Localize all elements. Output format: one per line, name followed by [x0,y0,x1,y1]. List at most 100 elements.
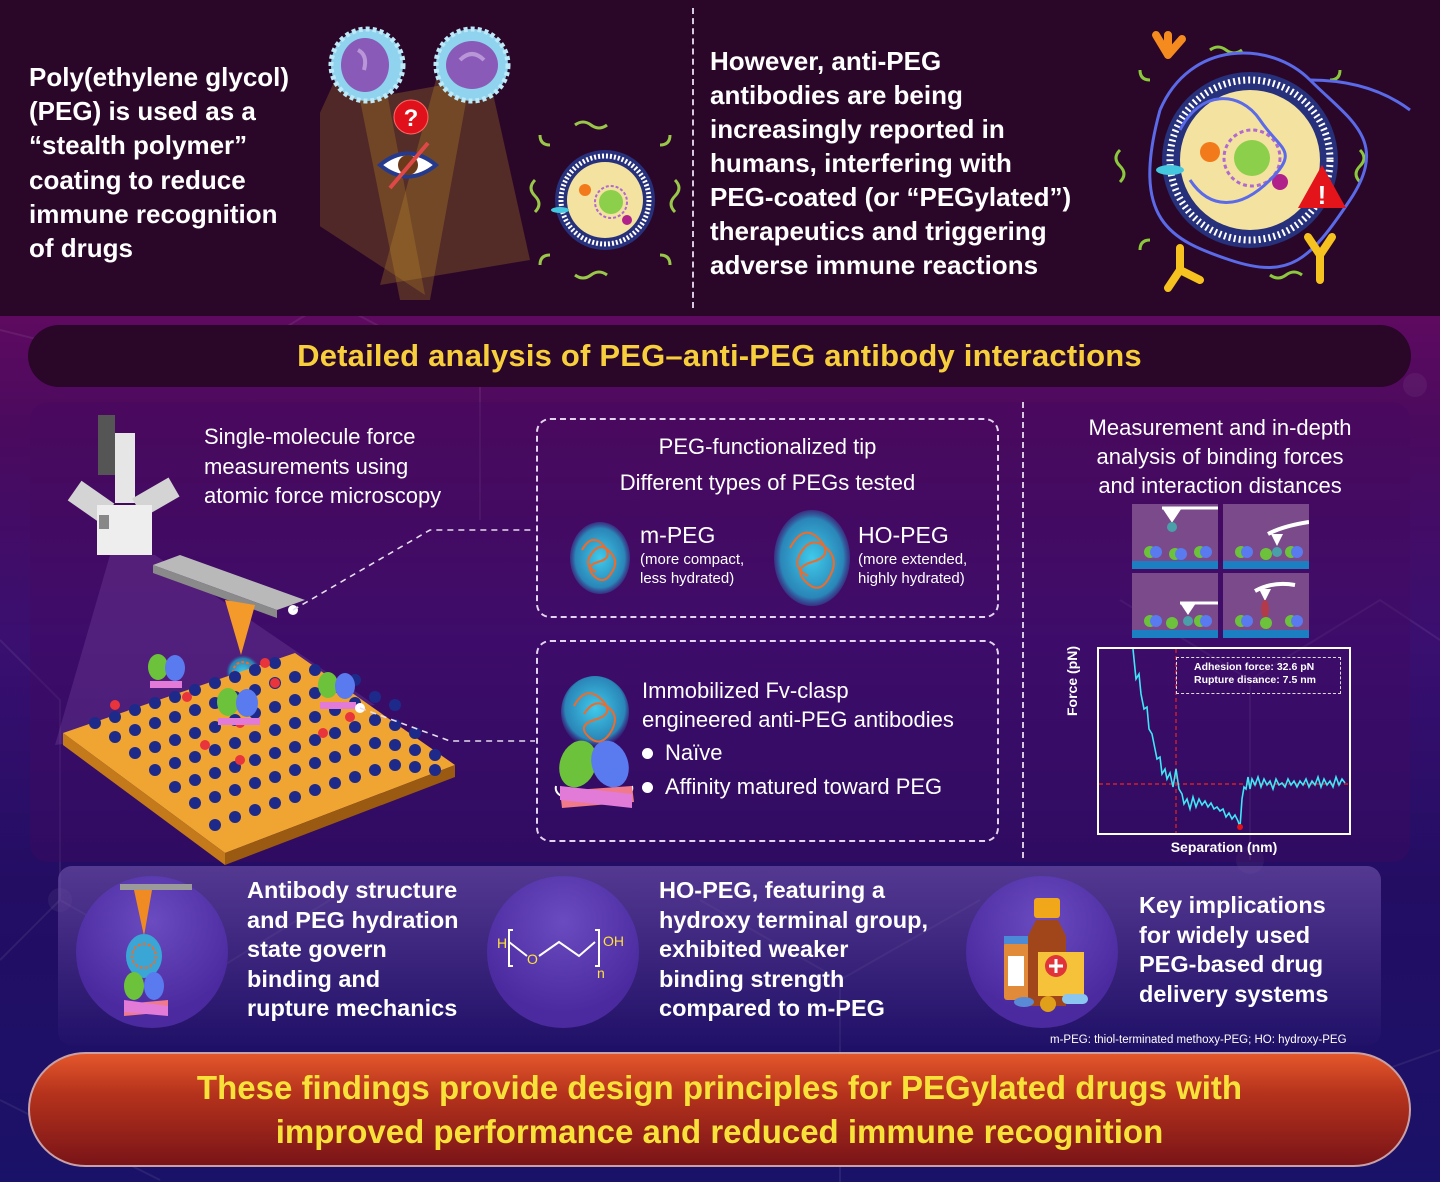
bullet-label: Naïve [665,740,723,765]
desc-line: less hydrated) [640,570,735,587]
conclusion-banner: These findings provide design principles… [28,1052,1411,1167]
svg-text:OH: OH [603,933,624,949]
however-line: PEG-coated (or “PEGylated”) [710,182,1072,212]
antibody-icon [217,688,260,725]
warning-icon: ! [1298,165,1346,210]
section-divider [1022,402,1024,858]
finding-text: HO-PEG, featuring a hydroxy terminal gro… [659,876,928,1024]
y-axis-label: Force (pN) [1064,646,1080,716]
intro-line: coating to reduce [29,164,246,195]
desc-line: highly hydrated) [858,570,965,587]
afm-step-binding [1132,573,1218,638]
medicine-bottle-icon [1004,898,1088,1012]
antibody-box-title: Immobilized Fv-clasp engineered anti-PEG… [642,676,954,734]
section-title: Detailed analysis of PEG–anti-PEG antibo… [297,338,1142,373]
x-axis-label: Separation (nm) [1170,839,1278,855]
peg-tip-box: PEG-functionalized tip Different types o… [536,418,999,618]
afm-caption: Single-molecule force measurements using… [204,422,504,511]
afm-tip-icon [225,600,255,655]
finding-line: Key implications [1139,892,1326,918]
afm-tip-antibody-icon [120,884,192,1016]
ho-peg-coil-icon [774,510,850,606]
caption-line: and interaction distances [1098,473,1342,498]
however-line: increasingly reported in [710,114,1005,144]
finding-circle [966,876,1118,1028]
immune-cell-icon [328,26,406,104]
findings-strip [58,866,1381,1046]
antibody-box: Immobilized Fv-clasp engineered anti-PEG… [536,640,999,842]
finding-line: hydroxy terminal group, [659,906,928,933]
afm-step-approach [1132,504,1218,569]
finding-line: binding and [247,965,381,992]
tip-box-title: PEG-functionalized tip [658,434,877,459]
however-text: However, anti-PEG antibodies are being i… [710,44,1120,282]
antibody-icon [1152,31,1186,59]
afm-step-contact [1223,504,1310,569]
measurement-caption: Measurement and in-depth analysis of bin… [1060,413,1380,500]
intro-line: immune recognition [29,198,278,229]
eye-slash-icon [376,141,440,190]
m-peg-description: (more compact, less hydrated) [640,550,744,588]
afm-step-rupture [1223,573,1309,638]
however-line: adverse immune reactions [710,250,1039,280]
intro-line: Poly(ethylene glycol) [29,62,290,92]
title-line: Immobilized Fv-clasp [642,678,849,703]
caption-line: measurements using [204,453,409,479]
m-peg-label: m-PEG [640,522,716,548]
tip-box-subtitle: Different types of PEGs tested [619,470,916,495]
intro-section: Poly(ethylene glycol) (PEG) is used as a… [0,0,1440,316]
desc-line: (more extended, [858,551,968,568]
abbreviation-footnote: m-PEG: thiol-terminated methoxy-PEG; HO:… [1050,1034,1347,1046]
finding-line: and PEG hydration [247,906,459,933]
finding-line: PEG-based drug [1139,951,1324,977]
antibody-icon [318,672,356,709]
svg-text:n: n [597,965,605,981]
title-line: engineered anti-PEG antibodies [642,707,954,732]
finding-line: HO-PEG, featuring a [659,877,885,903]
section-banner: Detailed analysis of PEG–anti-PEG antibo… [28,325,1411,387]
immune-cell-icon [433,26,511,104]
finding-line: rupture mechanics [247,995,458,1021]
finding-line: binding strength [659,965,845,992]
finding-line: Antibody structure [247,877,458,903]
intro-text: Poly(ethylene glycol) (PEG) is used as a… [29,60,329,265]
svg-text:H: H [497,935,507,951]
adhesion-annotation: Adhesion force: 32.6 pN Rupture disance:… [1176,657,1341,694]
however-line: antibodies are being [710,80,963,110]
finding-line: for widely used [1139,921,1311,948]
finding-line: delivery systems [1139,980,1329,1007]
however-line: humans, interfering with [710,148,1012,178]
antibody-icon [148,654,185,688]
caption-line: atomic force microscopy [204,483,442,508]
m-peg-coil-icon [570,522,630,594]
svg-text:!: ! [1318,180,1327,210]
antibody-attacked-nanoparticle-illustration: ! [1114,31,1411,292]
pegylated-nanoparticle-icon [529,120,681,280]
immune-cells-illustration: ? [320,26,681,300]
svg-text:?: ? [404,105,419,132]
caption-line: analysis of binding forces [1096,444,1344,469]
peg-structure-icon: H O OH n [497,929,624,981]
conclusion-line: These findings provide design principles… [196,1068,1243,1106]
bullet-dot-icon [642,781,653,793]
ho-peg-label: HO-PEG [858,522,949,548]
intro-line: of drugs [29,233,133,264]
fv-clasp-antibody-icon [554,676,634,808]
intro-line: (PEG) is used as a [29,96,256,127]
finding-text: Key implications for widely used PEG-bas… [1139,891,1328,1009]
afm-illustration [55,415,535,865]
ho-peg-description: (more extended, highly hydrated) [858,550,967,588]
however-line: However, anti-PEG [710,46,942,76]
section-divider [692,8,694,308]
conclusion-text: These findings provide design principles… [197,1066,1242,1154]
caption-line: Measurement and in-depth [1088,415,1352,440]
annotation-line: Rupture disance: 7.5 nm [1194,674,1316,686]
finding-line: state govern [247,936,387,962]
bullet-dot-icon [642,747,653,759]
question-mark-icon: ? [393,99,429,135]
annotation-line: Adhesion force: 32.6 pN [1194,661,1315,673]
bullet-item: Affinity matured toward PEG [642,774,942,800]
however-line: therapeutics and triggering [710,216,1047,246]
finding-line: compared to m-PEG [659,995,885,1021]
finding-circle: H O OH n [487,876,639,1028]
